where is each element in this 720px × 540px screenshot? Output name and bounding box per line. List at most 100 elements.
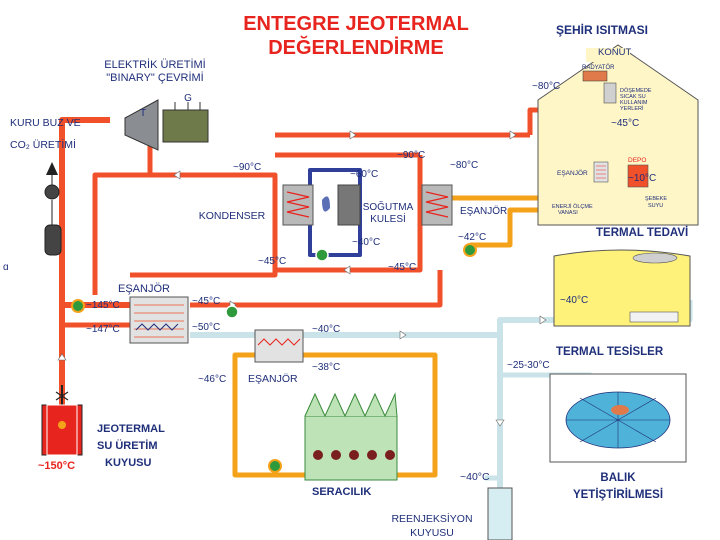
- condenser-label: KONDENSER: [199, 210, 266, 222]
- fish-farm: [549, 373, 687, 463]
- temp-25-30: ~25-30°C: [507, 360, 550, 371]
- rose-icon: [313, 450, 395, 460]
- temp-45-ex: ~45°C: [192, 296, 220, 307]
- well-label-1: JEOTERMAL: [97, 423, 165, 435]
- binary-label-2: "BINARY" ÇEVRİMİ: [106, 71, 203, 84]
- flow-arrow: [349, 130, 357, 140]
- reinj-label-2: KUYUSU: [410, 527, 454, 539]
- temp-45-left: ~45°C: [258, 256, 286, 267]
- house-exchanger-icon: [593, 161, 609, 183]
- thermal-treatment-building: [553, 249, 691, 327]
- turbine: T: [124, 99, 159, 151]
- exchanger-main: [129, 296, 189, 344]
- temp-40-reinj: ~40°C: [460, 471, 490, 483]
- flow-arrow: [495, 419, 505, 427]
- temp-60: ~60°C: [350, 169, 378, 180]
- return-label-1: ŞEBEKE: [645, 196, 667, 202]
- binary-loop-pipe: [92, 172, 278, 295]
- exchanger-lower-label: EŞANJÖR: [248, 373, 298, 385]
- reinjection-well: [487, 487, 513, 540]
- pump-icon: [71, 299, 85, 313]
- exchanger-right: [421, 184, 453, 226]
- flow-arrow: [57, 353, 67, 361]
- dry-ice-label-1: KURU BUZ VE: [10, 117, 81, 129]
- temp-50: ~50°C: [192, 322, 220, 333]
- floor-label-4: YERLERİ: [620, 105, 644, 112]
- cooling-loop-pipe: [308, 168, 362, 257]
- floor-heating-icon: [603, 82, 617, 104]
- temp-145: ~145°C: [86, 300, 120, 311]
- temp-45-mid: ~45°C: [388, 262, 416, 273]
- lower-hot-pipe: [190, 270, 443, 308]
- dry-ice-label-2: CO₂ ÜRETİMİ: [10, 138, 76, 151]
- greenhouse: [304, 392, 398, 481]
- generator-label: G: [184, 93, 192, 104]
- temp-40-line: ~40°C: [312, 324, 340, 335]
- city-heating-label: ŞEHİR ISITMASI: [556, 22, 648, 37]
- fish-label-1: BALIK: [600, 472, 636, 484]
- generator: G: [162, 93, 209, 143]
- temp-90-left: ~90°C: [233, 162, 261, 173]
- pump-icon: [268, 459, 282, 473]
- temp-40-cool: ~40°C: [352, 237, 380, 248]
- radiator-icon: [582, 70, 608, 82]
- flow-arrow: [539, 315, 547, 325]
- turbine-label: T: [140, 108, 146, 119]
- temp-38: ~38°C: [312, 362, 340, 373]
- pump-icon: [463, 243, 477, 257]
- house-return-pipe: [470, 207, 560, 248]
- meter-label-1: ENERJİ ÖLÇME: [552, 203, 593, 210]
- temp-80-house: ~80°C: [532, 81, 560, 92]
- exchanger-main-label: EŞANJÖR: [118, 283, 170, 295]
- temp-45-house: ~45°C: [611, 118, 639, 129]
- co2-equipment: [44, 162, 62, 256]
- temp-80-mid: ~80°C: [450, 160, 478, 171]
- pump-icon: [225, 305, 239, 319]
- temp-90-mid: ~90°C: [397, 150, 425, 161]
- flow-arrow: [173, 170, 181, 180]
- tank-label: DEPO: [628, 157, 646, 164]
- well-label-3: KUYUSU: [105, 457, 152, 469]
- exchanger-right-label: EŞANJÖR: [460, 205, 507, 217]
- fish-icon: [611, 405, 629, 415]
- hx-return-pipe: [275, 210, 423, 273]
- floor-label-2: SICAK SU: [620, 94, 646, 100]
- flow-arrow: [399, 330, 407, 340]
- return-label-2: SUYU: [648, 203, 663, 209]
- meter-label-2: VANASI: [558, 210, 578, 216]
- greenhouse-label: SERACILIK: [312, 486, 371, 498]
- temp-40-treatment: ~40°C: [560, 295, 588, 306]
- reinj-label-1: REENJEKSİYON: [391, 512, 472, 525]
- title-line1: ENTEGRE JEOTERMAL: [243, 13, 469, 35]
- binary-label-1: ELEKTRİK ÜRETİMİ: [104, 58, 205, 71]
- thermal-treatment-label: TERMAL TEDAVİ: [596, 226, 688, 239]
- radiator-label: RADYATÖR: [582, 64, 615, 71]
- flow-arrow: [509, 130, 517, 140]
- temp-147: ~147°C: [86, 324, 120, 335]
- temp-10: ~10°C: [628, 173, 656, 184]
- floor-label-3: KULLANIM: [620, 100, 648, 106]
- exchanger-lower: [254, 329, 304, 363]
- condenser: [282, 184, 314, 226]
- temp-46: ~46°C: [198, 374, 226, 385]
- temp-150: ~150°C: [38, 460, 75, 472]
- floor-label-1: DÖŞEMEDE: [620, 87, 652, 94]
- tank-icon: [627, 164, 649, 188]
- flow-arrow: [343, 265, 351, 275]
- production-well: [41, 385, 83, 456]
- house-label: KONUT: [598, 47, 631, 58]
- side-mark: ɑ: [3, 262, 9, 273]
- cooling-label-2: KULESİ: [370, 212, 406, 225]
- house-outline: [537, 44, 699, 226]
- fish-label-2: YETİŞTİRİLMESİ: [573, 488, 663, 501]
- well-label-2: SU ÜRETİM: [97, 439, 158, 452]
- house-exchanger-label: EŞANJÖR: [557, 169, 588, 177]
- temp-42: ~42°C: [458, 232, 486, 243]
- title-line2: DEĞERLENDİRME: [268, 35, 444, 59]
- cooling-tower: [322, 184, 361, 226]
- thermal-facilities-label: TERMAL TESİSLER: [556, 345, 664, 358]
- cooling-label-1: SOĞUTMA: [363, 200, 414, 213]
- hot-riser-pipe: [59, 117, 110, 305]
- pump-icon: [315, 248, 329, 262]
